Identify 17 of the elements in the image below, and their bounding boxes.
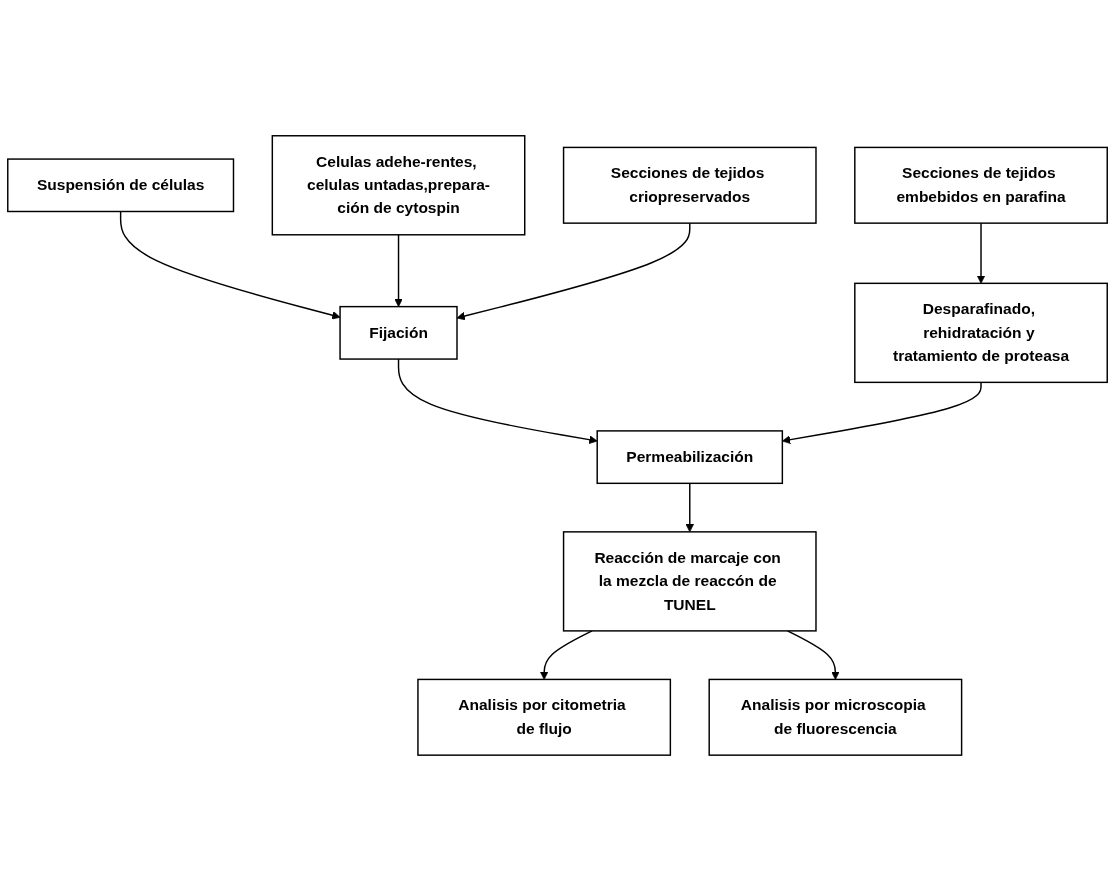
arrow (394, 233, 403, 307)
node-box: Secciones de tejidos criopreservados (562, 146, 817, 224)
node-box: Fijación (339, 305, 458, 360)
arrow (397, 357, 598, 444)
node-box: Celulas adehe-rentes, celulas untadas,prepara-ción de cytospin (271, 134, 526, 236)
arrow (685, 482, 695, 532)
node-box: Permeabilización (596, 429, 784, 484)
arrow (119, 210, 341, 319)
arrow (786, 629, 840, 680)
node-box: Analisis por microscopia de fluorescencia (708, 678, 963, 756)
node-box: Analisis por citometria de flujo (417, 678, 672, 756)
node-box: Desparafinado, rehidratación y tratamiento de proteasa (854, 282, 1108, 383)
node-box: Secciones de tejidos embebidos en parafina (854, 146, 1108, 224)
node-box: Reacción de marcaje con la mezcla de reaccón de TUNEL (562, 530, 817, 632)
arrow (539, 629, 593, 680)
arrow (976, 221, 986, 284)
node-box: Suspensión de células (7, 157, 235, 212)
